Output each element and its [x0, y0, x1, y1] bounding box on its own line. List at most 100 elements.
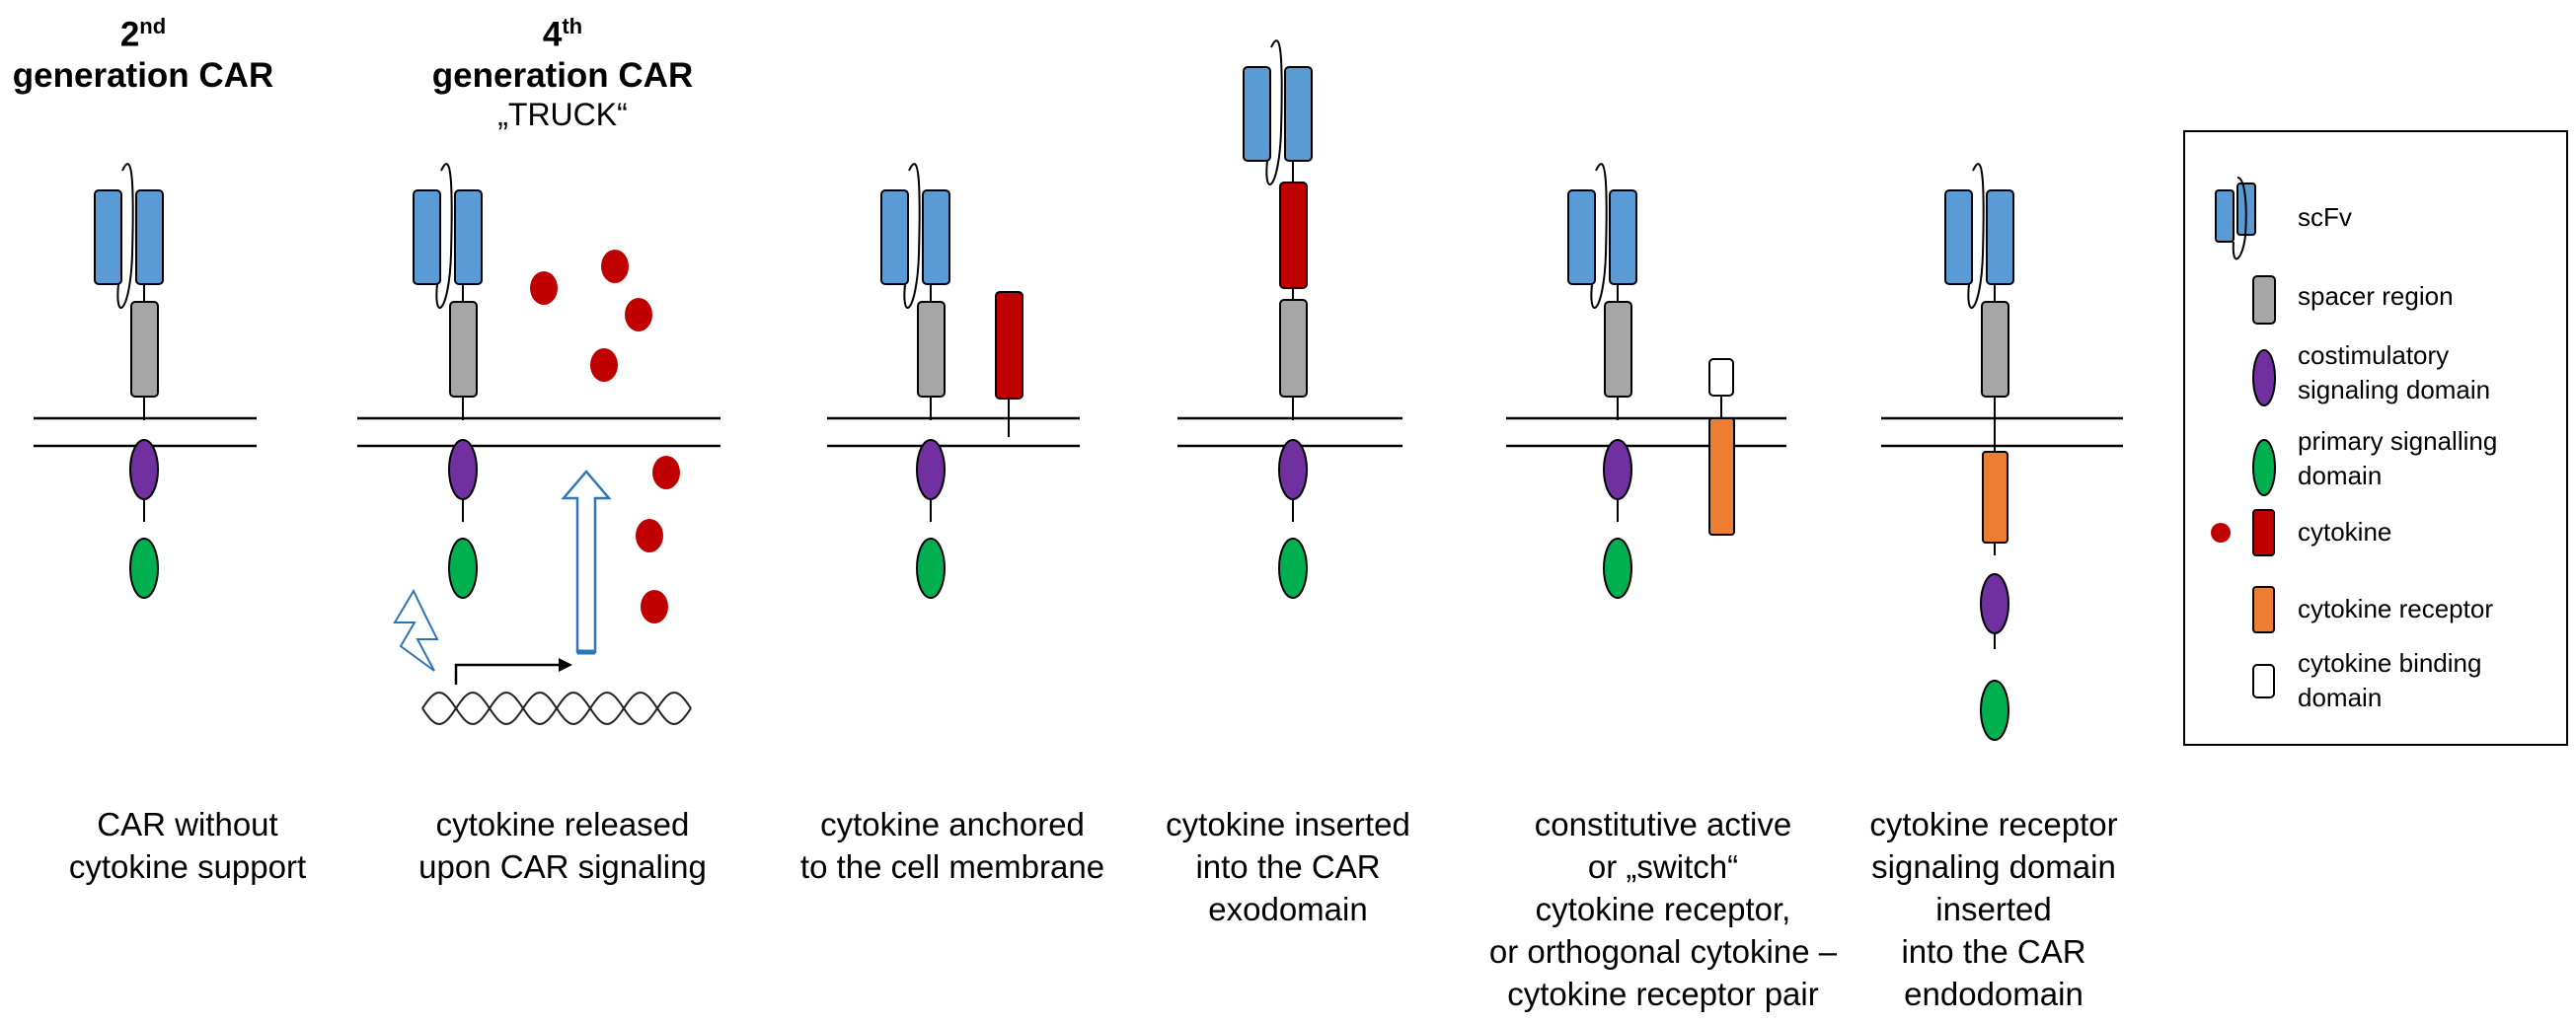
caption-line: cytokine receptor: [1869, 806, 2118, 842]
released-cytokine-dot: [601, 250, 629, 283]
car-3-spacer: [917, 301, 946, 398]
car-4-scfv-linker: [1265, 39, 1283, 185]
legend-icon-receptor: [2252, 586, 2275, 633]
car-6-costim: [1980, 573, 2009, 634]
car-2-scfv-vh: [413, 189, 441, 285]
car-2-primary: [448, 538, 478, 599]
legend-icon-cytokine-dot: [2211, 523, 2231, 543]
caption-line: CAR without: [97, 806, 278, 842]
caption-line: or orthogonal cytokine –: [1488, 933, 1838, 970]
released-cytokine-dot: [590, 348, 618, 382]
legend-icon-cytokine-box: [2252, 509, 2275, 556]
car-4-primary: [1278, 538, 1308, 599]
legend-label-primary: primary signalling domain: [2298, 426, 2498, 490]
promoter-arrow: [454, 663, 563, 685]
car-1-scfv-linker: [116, 163, 134, 309]
header-2nd-line2: generation CAR: [12, 55, 274, 95]
header-2nd-line1: 2nd: [119, 14, 167, 54]
car-2-scfv-linker: [435, 163, 453, 309]
signal-bolt-icon: [393, 588, 439, 672]
caption-line: to the cell membrane: [799, 848, 1105, 885]
caption-4: cytokine inserted into the CAR exodomain: [1120, 803, 1456, 930]
caption-line: cytokine released: [435, 806, 690, 842]
caption-3: cytokine anchored to the cell membrane: [770, 803, 1135, 888]
car-6-scfv-vh: [1944, 189, 1973, 285]
caption-line: into the CAR: [1195, 848, 1381, 885]
caption-line: endodomain: [1904, 976, 2084, 1012]
legend-icon-costim: [2252, 349, 2276, 406]
car-2-costim: [448, 439, 478, 500]
header-2nd-generation: 2nd generation CAR: [0, 6, 286, 96]
car-3-primary: [916, 538, 946, 599]
car-3-scfv-vl: [922, 189, 950, 285]
legend-icon-scfv-vh: [2215, 189, 2235, 243]
released-cytokine-dot: [636, 519, 663, 552]
header-4th-line1: 4th: [542, 14, 583, 54]
caption-line: exodomain: [1208, 891, 1368, 927]
caption-line: or „switch“: [1587, 848, 1739, 885]
car-5-spacer: [1604, 301, 1632, 398]
car-1-costim: [129, 439, 159, 500]
caption-line: cytokine receptor,: [1535, 891, 1791, 927]
released-cytokine-dot: [625, 298, 652, 331]
legend-icon-scfv-linker: [2232, 177, 2247, 260]
car-1-primary: [129, 538, 159, 599]
caption-line: cytokine receptor pair: [1507, 976, 1819, 1012]
caption-line: constitutive active: [1534, 806, 1792, 842]
caption-1: CAR without cytokine support: [20, 803, 355, 888]
caption-line: upon CAR signaling: [418, 848, 707, 885]
car-1-spacer: [130, 301, 159, 398]
car-4-costim: [1278, 439, 1308, 500]
cytokine-receptor: [1708, 417, 1735, 536]
promoter-arrowhead: [559, 658, 572, 672]
car-4-spacer: [1279, 299, 1308, 398]
car-6-scfv-vl: [1986, 189, 2014, 285]
caption-line: cytokine anchored: [820, 806, 1085, 842]
legend-icon-spacer: [2252, 275, 2276, 325]
car-5-scfv-linker: [1590, 163, 1608, 309]
caption-line: inserted: [1935, 891, 2052, 927]
car-2-spacer: [449, 301, 478, 398]
inserted-cytokine: [1279, 182, 1308, 289]
header-4th-truck: „TRUCK“: [497, 96, 628, 132]
dna-strand-b: [421, 692, 692, 725]
legend-label-receptor: cytokine receptor: [2298, 594, 2493, 623]
caption-6: cytokine receptor signaling domain inser…: [1846, 803, 2142, 1015]
car-3-scfv-linker: [903, 163, 921, 309]
car-5-scfv-vh: [1567, 189, 1596, 285]
caption-line: cytokine inserted: [1166, 806, 1410, 842]
legend-label-cytokine: cytokine: [2298, 517, 2392, 547]
car-4-scfv-vl: [1284, 66, 1313, 162]
car-6-spacer: [1981, 301, 2009, 398]
legend: [2183, 130, 2568, 746]
car-5-primary: [1603, 538, 1632, 599]
released-cytokine-dot: [652, 456, 680, 489]
anchored-cytokine: [995, 291, 1023, 400]
legend-icon-primary: [2252, 439, 2276, 496]
legend-icon-binding: [2252, 664, 2275, 698]
caption-line: signaling domain: [1871, 848, 2116, 885]
caption-line: into the CAR: [1901, 933, 2086, 970]
car-4-scfv-vh: [1243, 66, 1271, 162]
expression-arrow: [561, 470, 612, 654]
legend-label-costim: costimulatory signaling domain: [2298, 340, 2491, 404]
header-4th-generation: 4th generation CAR „TRUCK“: [415, 6, 711, 133]
released-cytokine-dot: [641, 590, 668, 623]
car-2-scfv-vl: [454, 189, 483, 285]
car-1-scfv-vh: [94, 189, 122, 285]
car-3-scfv-vh: [880, 189, 909, 285]
cytokine-binding-domain: [1708, 358, 1734, 397]
legend-label-scfv: scFv: [2298, 202, 2352, 232]
car-6-scfv-linker: [1967, 163, 1985, 309]
car-5-costim: [1603, 439, 1632, 500]
car-6-receptor-domain: [1982, 451, 2008, 544]
released-cytokine-dot: [530, 271, 558, 305]
caption-5: constitutive active or „switch“ cytokine…: [1471, 803, 1856, 1015]
legend-label-binding: cytokine binding domain: [2298, 648, 2482, 712]
car-3-costim: [916, 439, 946, 500]
header-4th-line2: generation CAR: [431, 55, 694, 95]
car-1-scfv-vl: [135, 189, 164, 285]
car-5-scfv-vl: [1609, 189, 1637, 285]
